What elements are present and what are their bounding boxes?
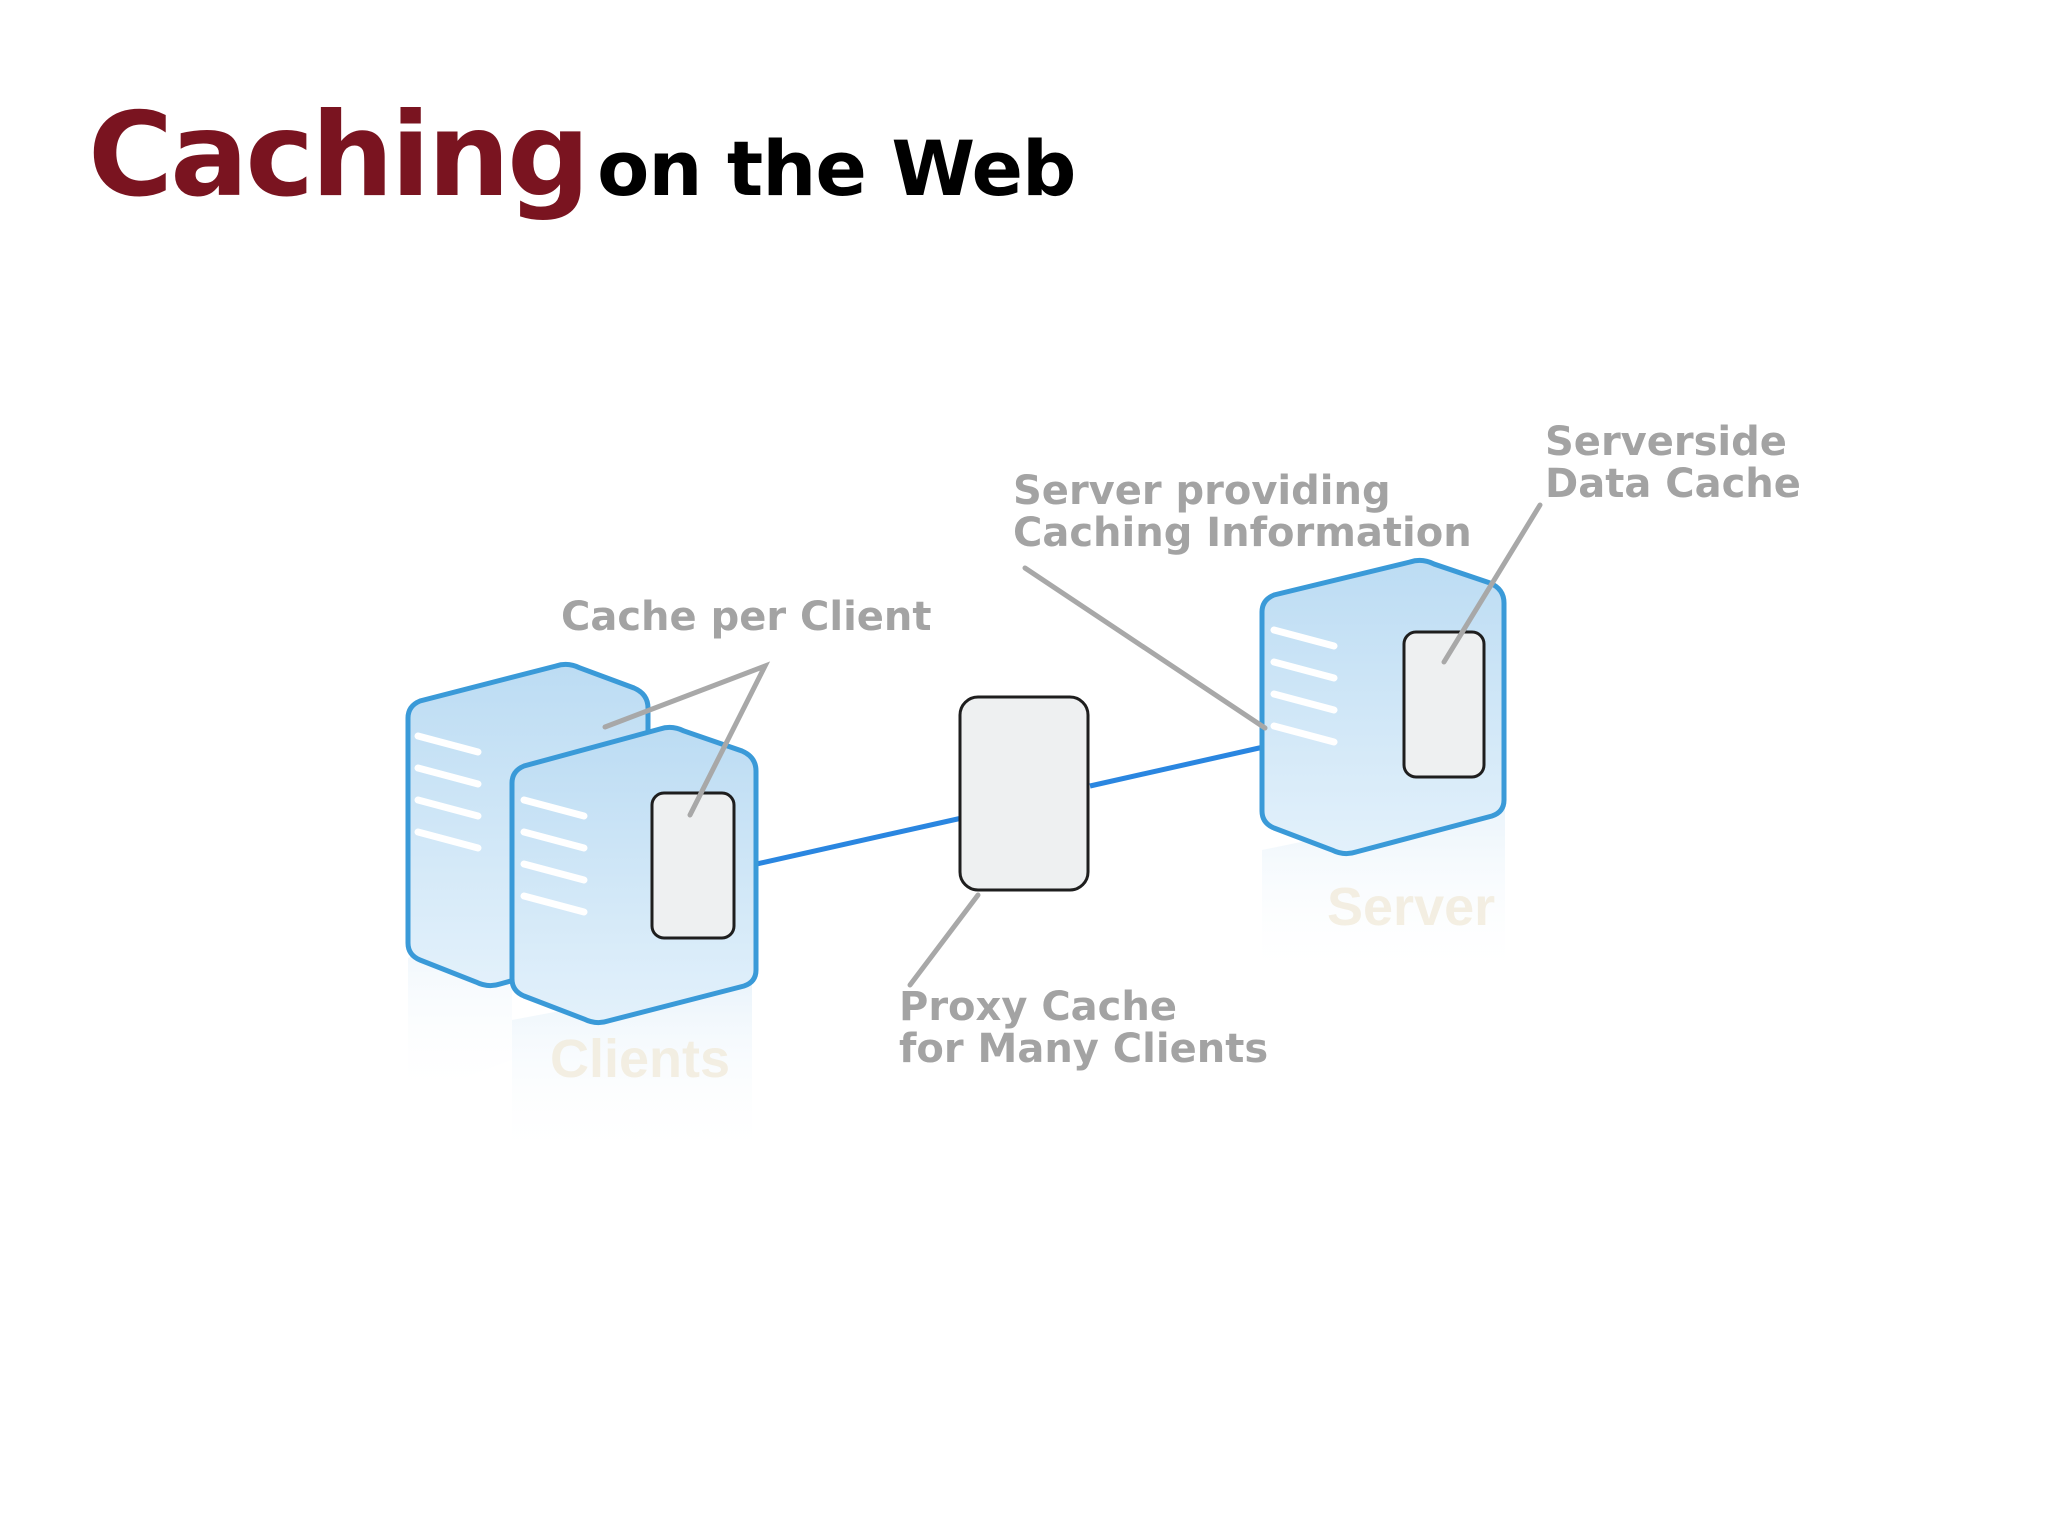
label-line: Data Cache	[1545, 461, 1801, 507]
web-server	[1259, 557, 1507, 857]
label-line: for Many Clients	[899, 1026, 1269, 1072]
label-line: Cache per Client	[561, 594, 932, 640]
label-line: Proxy Cache	[899, 984, 1177, 1030]
callout-serverside-cache	[1441, 502, 1543, 665]
callout-lines	[602, 502, 1543, 988]
proxy-server-link	[1089, 743, 1269, 789]
title-rest: on the Web	[597, 124, 1076, 213]
client-server-front	[509, 724, 759, 1026]
connections	[751, 743, 1269, 868]
label-line: Caching Information	[1013, 510, 1472, 556]
node-label-clients: Clients	[550, 1029, 731, 1089]
label-server-providing: Server providing Caching Information	[1013, 470, 1472, 554]
proxy-cache	[958, 695, 1090, 892]
callout-client-cache	[602, 661, 771, 818]
label-line: Serverside	[1545, 419, 1787, 465]
client-proxy-link	[751, 815, 963, 868]
node-label-server: Server	[1327, 877, 1496, 937]
label-line: Server providing	[1013, 468, 1391, 514]
label-serverside-cache: Serverside Data Cache	[1545, 421, 1801, 505]
label-proxy-cache: Proxy Cache for Many Clients	[899, 986, 1268, 1070]
client-cache-box	[650, 791, 736, 940]
label-cache-per-client: Cache per Client	[561, 596, 932, 638]
proxy-cache-box	[958, 695, 1090, 892]
title-main: Caching	[88, 88, 590, 223]
callout-proxy-cache	[907, 892, 981, 988]
callout-server-info	[1022, 565, 1268, 731]
server-cache-box	[1402, 630, 1486, 779]
